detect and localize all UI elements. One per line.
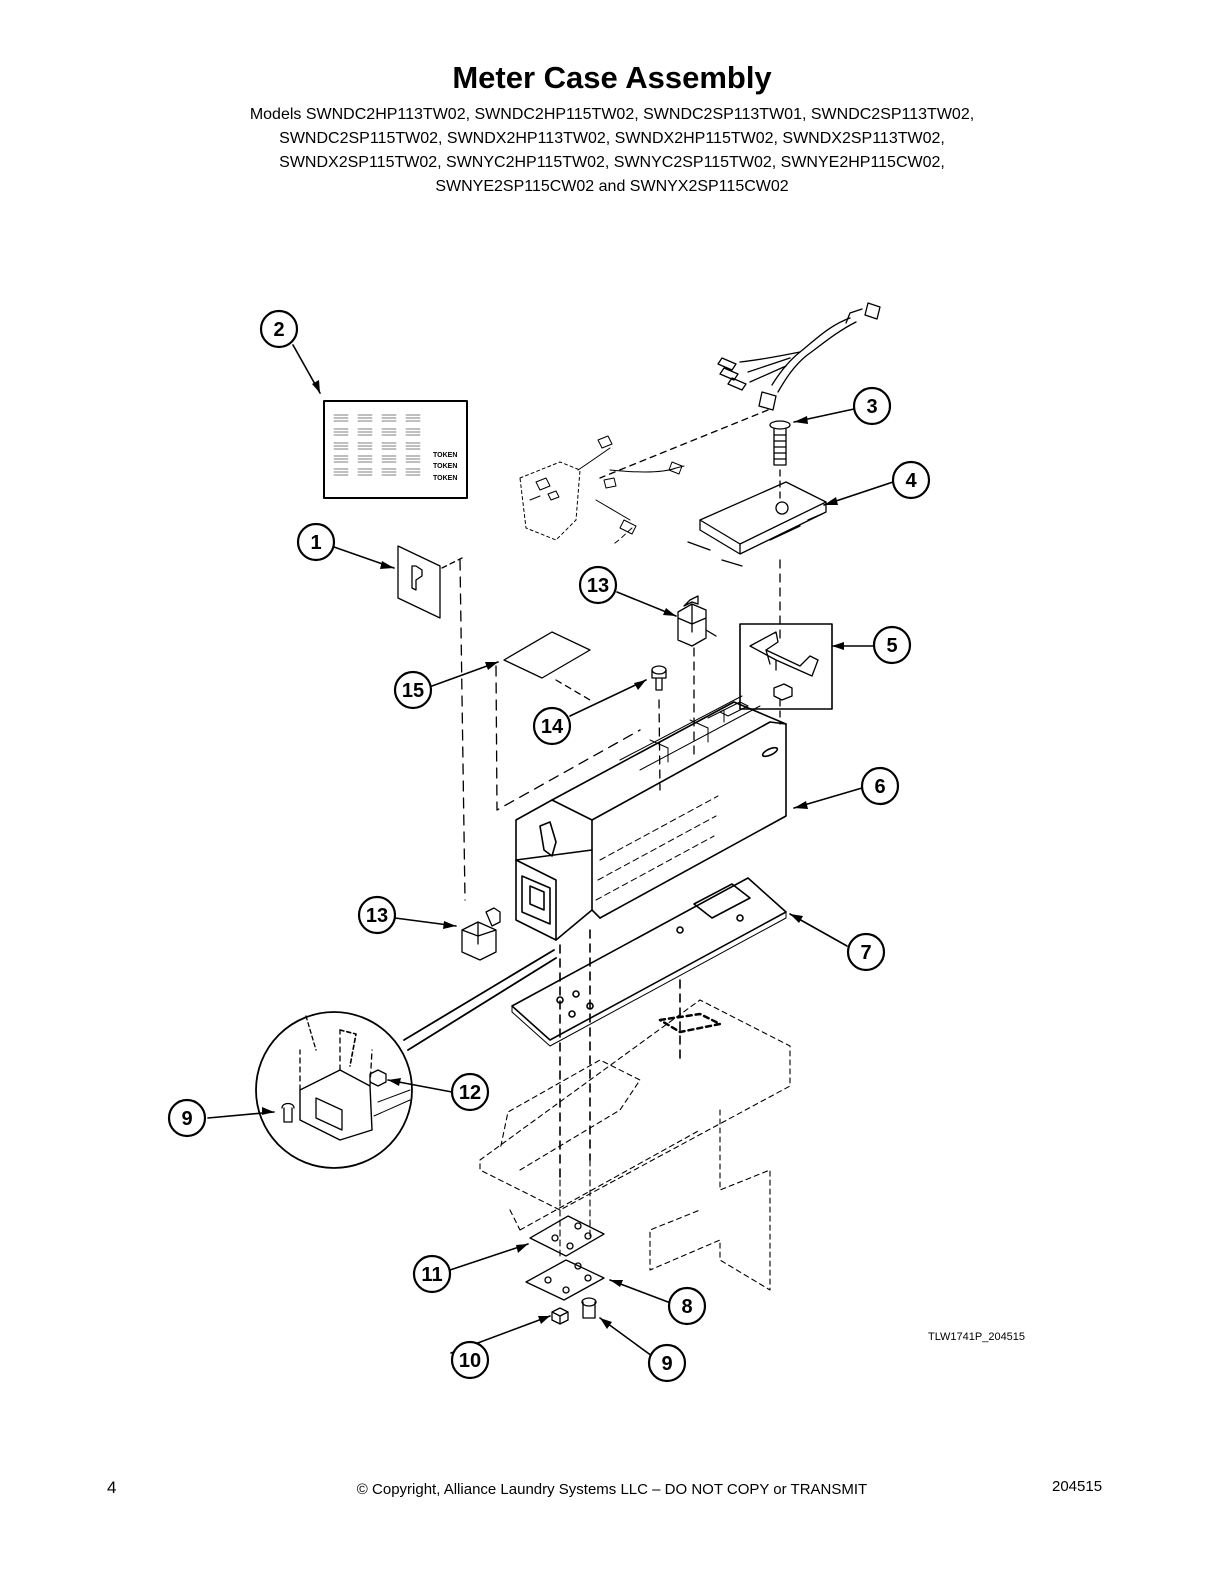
decal-token-text: TOKEN [433,475,457,482]
meter-case [515,695,787,941]
callout-8: 8 [681,1296,692,1318]
bolt-9-lower [581,1297,597,1319]
callout-13-upper: 13 [587,575,609,597]
callout-5: 5 [886,635,897,657]
decal-token-text: TOKEN [433,463,457,470]
base-plate [511,877,787,1181]
switch-upper [677,595,717,761]
model-list: Models SWNDC2HP113TW02, SWNDC2HP115TW02,… [150,103,1074,199]
machine-top-outline [479,999,791,1291]
callout-12: 12 [459,1082,481,1104]
callout-14: 14 [541,716,564,738]
model-line: SWNDC2SP115TW02, SWNDX2HP113TW02, SWNDX2… [279,130,945,147]
callout-2: 1 [310,532,321,554]
clip-plate-11 [529,1215,605,1257]
callout-9-detail: 9 [181,1108,192,1130]
callout-7: 7 [860,942,871,964]
nut-10 [551,1307,569,1325]
leader-lines [207,344,894,1357]
callout-4: 4 [905,470,917,492]
screw-14 [651,665,667,791]
token-decal [323,400,468,499]
clip-plate-8 [525,1259,605,1301]
bracket-box [739,623,833,725]
callout-6: 6 [874,776,885,798]
coin-drop-mechanism [519,435,685,546]
decal-token-text: TOKEN [433,452,457,459]
drawing-number: TLW1741P_204515 [928,1331,1025,1343]
callout-11: 11 [421,1264,442,1286]
callout-10: 10 [459,1350,481,1372]
gasket [495,631,641,811]
callout-15: 15 [402,680,424,702]
arrow-heads [262,380,844,1329]
screw-3 [769,420,791,501]
page-title: Meter Case Assembly [452,60,772,95]
callout-1: 2 [273,319,284,341]
detail-magnifier [255,949,557,1169]
model-line: SWNYE2SP115CW02 and SWNYX2SP115CW02 [435,178,789,195]
coin-slot-insert [397,545,466,901]
switch-lower [461,907,501,961]
model-line: Models SWNDC2HP113TW02, SWNDC2HP115TW02,… [249,106,975,123]
page-number: 4 [107,1478,117,1497]
document-number: 204515 [1052,1478,1103,1495]
callout-3: 3 [866,396,877,418]
callout-13-lower: 13 [366,905,388,927]
wire-harness [599,302,881,479]
cover-plate [687,481,827,641]
copyright-notice: © Copyright, Alliance Laundry Systems LL… [356,1481,868,1498]
callout-9-lower: 9 [661,1353,672,1375]
model-line: SWNDX2SP115TW02, SWNYC2HP115TW02, SWNYC2… [279,154,945,171]
